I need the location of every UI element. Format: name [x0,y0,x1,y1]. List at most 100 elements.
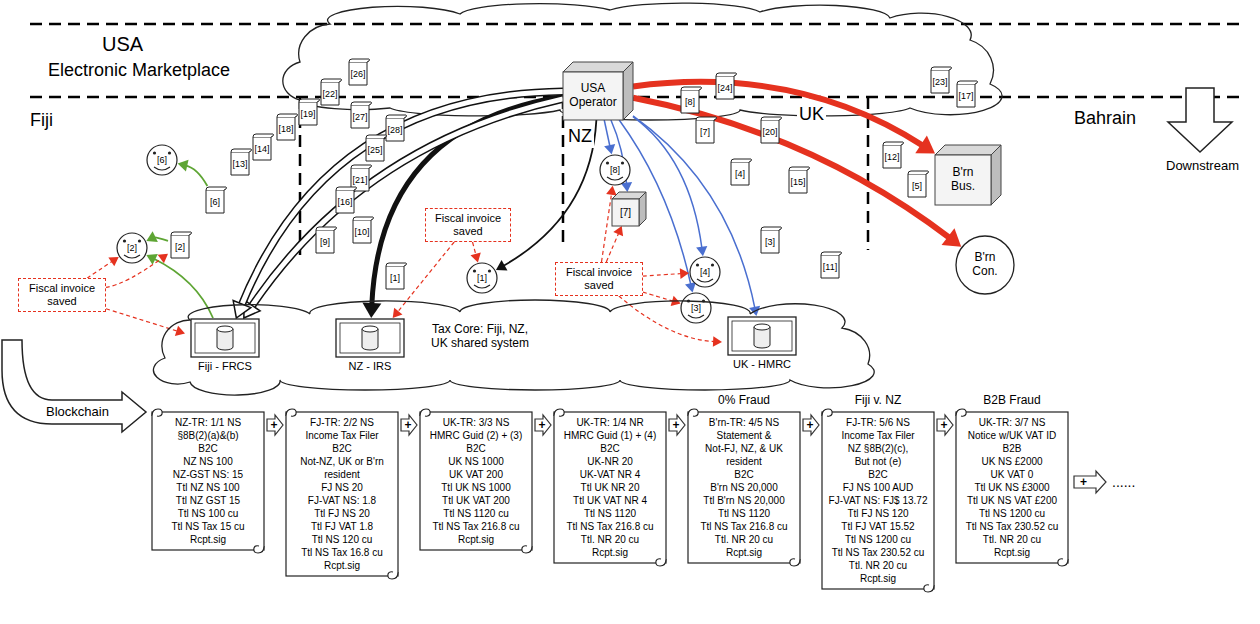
document-icon: [10] [350,216,374,244]
document-curl [206,187,227,190]
node-text: [23] [932,77,947,87]
text-holder: [8] [678,91,702,113]
business-cube: B'rn Bus. [935,145,1001,205]
face-smile [124,255,140,258]
arrow-head [606,186,617,196]
callout-box: Fiscal invoice saved [425,208,511,242]
document-icon: [2] [168,231,192,259]
edge-label: + [404,419,411,431]
node-text: UK-TR: 1/4 NR [556,416,664,429]
node-text: [5] [912,181,922,191]
block-body: UK-TR: 3/3 NSHMRC Guid (2) + (3)B2CUK NS… [418,408,534,554]
node-text: NZ - IRS [324,359,416,373]
node-text: UK-NR 20 [556,455,664,468]
node-text: B'rn NS 20,000 [690,481,798,494]
node-text: HMRC Guid (1) + (4) [556,429,664,442]
document-icon: [15] [786,166,810,194]
document-sheet [789,170,807,193]
scroll-sheet [286,412,398,576]
scroll-sheet [822,412,934,589]
node-text: Ttl NZ NS 100 [154,481,262,494]
node-text: FJ-VAT NS: 1.8 [288,494,396,507]
edge-label: + [538,419,545,431]
database-node: NZ - IRS [330,318,410,374]
arrow-head [233,301,251,318]
node-text: NZ NS 100 [154,455,262,468]
connector-line [185,165,207,186]
arrow-head [685,282,696,292]
node-text: [21] [352,175,367,185]
arrow-head [362,303,381,318]
node-text: [14] [254,144,269,154]
cube-top [563,62,633,72]
connector-line [604,120,610,147]
node-text: [3] [691,303,701,313]
arrow-label: Blockchain [44,404,111,420]
arrow-head [470,253,480,263]
node-text: Income Tax Filer [824,429,932,442]
node-text: B2C [824,468,932,481]
document-icon: [7] [693,116,717,144]
face-smile [607,177,623,180]
node-text: Ttl NS 1120 [690,507,798,520]
text-holder: [15] [786,171,810,193]
arrow-head [393,308,403,318]
chain-plus: + [1080,475,1087,489]
connector [244,99,563,318]
scroll-shape [418,408,534,554]
text-holder: [3] [758,231,782,253]
database-node: UK - HMRC [722,316,802,372]
document-curl [761,117,782,120]
document-curl [696,117,717,120]
node-text: [1] [477,273,487,283]
cloud-outline [153,300,874,395]
document-icon: [13] [228,148,252,176]
connector [669,415,685,435]
blockchain-block: 0% FraudB'rn-TR: 4/5 NSStatement &Not-FJ… [686,392,802,567]
blockchain-block: Fiji v. NZFJ-TR: 5/6 NSIncome Tax FilerN… [820,392,936,593]
arrow-head [178,160,189,172]
scroll-curl [388,572,398,579]
connector-line [643,292,674,301]
consumer-face: [4] [689,256,721,288]
face-eye [123,239,126,242]
document-icon: [1] [383,262,407,290]
node-text: Ttl UK NS VAT £200 [958,494,1066,507]
region-label: Bahrain [1072,108,1138,130]
document-icon: [20] [758,116,782,144]
node-text: UK-TR: 3/3 NS [422,416,530,429]
node-text: [4] [735,169,745,179]
node-text: Rcpt.sig [824,572,932,585]
scroll-curl [822,409,832,416]
node-text: Ttl NS 100 cu [154,507,262,520]
text-holder: [27] [348,106,372,128]
text-holder: [10] [350,221,374,243]
face-eye [621,161,624,164]
db-cylinder-top [362,326,378,332]
connector [496,120,596,270]
document-sheet [883,145,901,168]
blockchain-block: NZ-TR: 1/1 NS§8B(2)(a)&(b)B2CNZ NS 100NZ… [150,408,266,554]
node-text: Ttl NS 1200 cu [824,533,932,546]
database-node: Fiji - FRCS [185,318,265,374]
document-curl [681,87,702,90]
text-holder: [28] [383,119,407,141]
node-text: [8] [610,165,620,175]
document-curl [316,227,337,230]
connector [87,257,118,278]
node-text: UK - HMRC [716,357,808,371]
block-body: FJ-TR: 5/6 NSIncome Tax FilerNZ §8B(2)(c… [820,408,936,593]
text-holder: UK - HMRC [716,357,808,371]
node-text: [17] [958,91,973,101]
node-text: FJ-TR: 2/2 NS [288,416,396,429]
text-holder: [6] [146,144,178,175]
blockchain-block: FJ-TR: 2/2 NSIncome Tax FilerB2CNot-NZ, … [284,408,400,580]
document-icon: [18] [274,113,298,141]
text-holder: [25] [363,139,387,161]
document-sheet [386,266,404,289]
document-sheet [908,174,926,197]
node-text: [16] [337,197,352,207]
scroll-curl [286,409,296,416]
document-icon: [24] [713,72,737,100]
